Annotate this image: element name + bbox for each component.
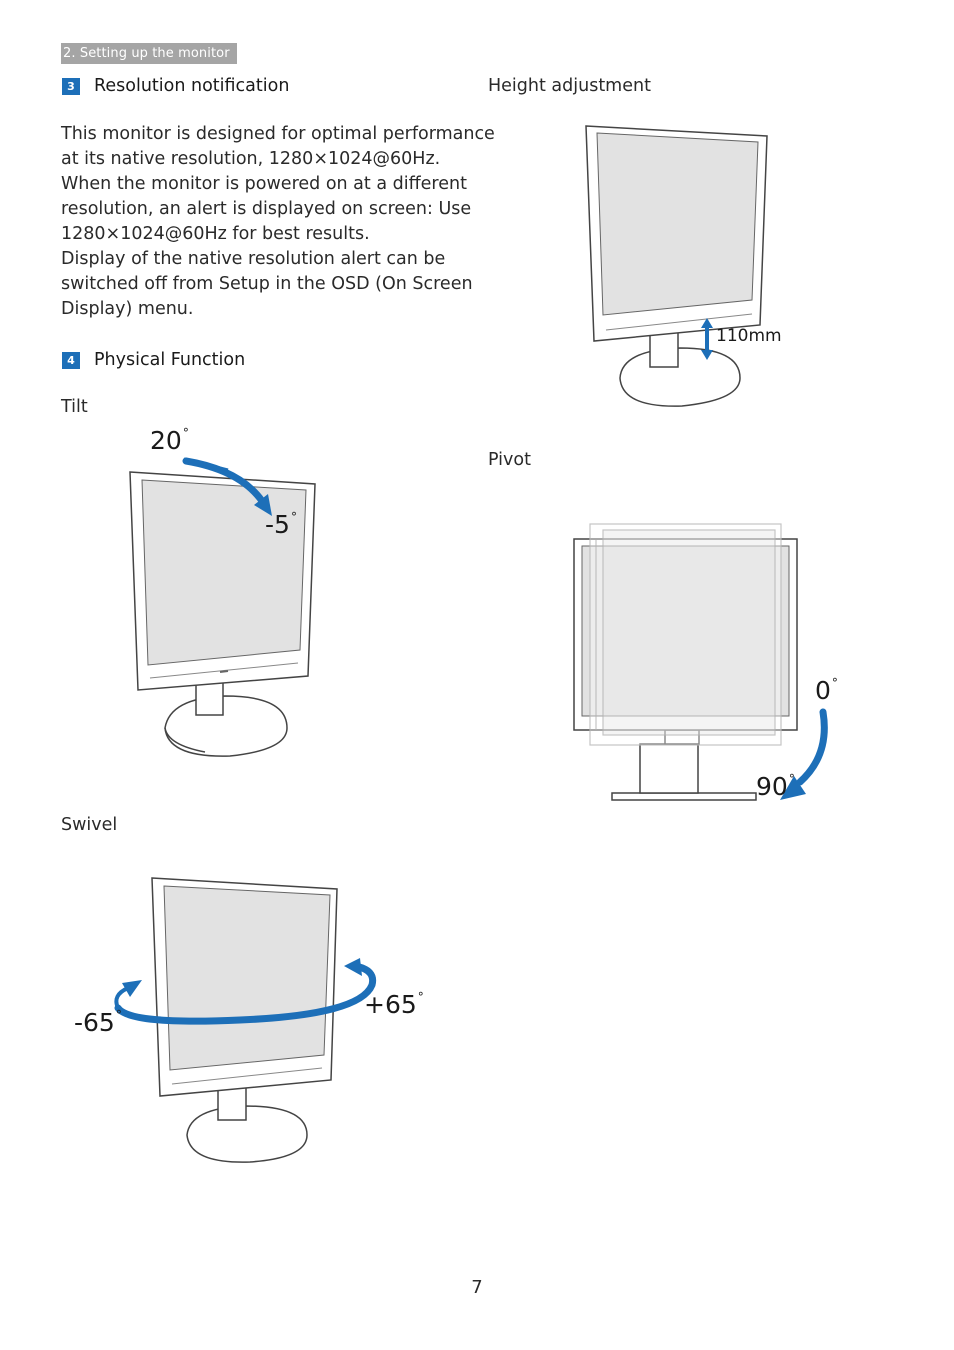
height-label: Height adjustment [488, 76, 651, 96]
degree-symbol: ° [115, 1008, 122, 1022]
tilt-angle-min-value: -5 [265, 510, 290, 539]
page-number: 7 [471, 1277, 483, 1298]
paragraph-line: at its native resolution, 1280×1024@60Hz… [61, 149, 441, 169]
paragraph-line: resolution, an alert is displayed on scr… [61, 199, 472, 219]
paragraph-line: This monitor is designed for optimal per… [61, 124, 495, 144]
degree-symbol: ° [417, 990, 424, 1004]
swivel-angle-right: +65° [364, 990, 424, 1019]
swivel-label: Swivel [61, 815, 118, 835]
degree-symbol: ° [290, 510, 297, 524]
section-tag: 2. Setting up the monitor [61, 43, 237, 64]
paragraph-line: switched off from Setup in the OSD (On S… [61, 274, 473, 294]
resolution-paragraph: This monitor is designed for optimal per… [61, 122, 495, 322]
swivel-angle-left-value: -65 [74, 1008, 115, 1037]
tilt-angle-max-value: 20 [150, 426, 182, 455]
paragraph-line: Display) menu. [61, 299, 194, 319]
degree-symbol: ° [788, 772, 795, 786]
section-number-badge: 4 [62, 351, 80, 369]
tilt-label: Tilt [61, 397, 88, 417]
section-title: Physical Function [94, 350, 246, 370]
paragraph-line: When the monitor is powered on at a diff… [61, 174, 467, 194]
degree-symbol: ° [831, 676, 838, 690]
pivot-angle-start: 0° [815, 676, 838, 705]
degree-symbol: ° [182, 426, 189, 440]
height-range-label: 110mm [716, 326, 782, 346]
section-number-badge: 3 [62, 77, 80, 95]
tilt-angle-min: -5° [265, 510, 297, 539]
pivot-angle-end: 90° [756, 772, 795, 801]
paragraph-line: 1280×1024@60Hz for best results. [61, 224, 370, 244]
pivot-angle-end-value: 90 [756, 772, 788, 801]
swivel-angle-right-value: +65 [364, 990, 417, 1019]
section-heading-resolution: 3 Resolution notification [62, 76, 289, 96]
tilt-angle-max: 20° [150, 426, 189, 455]
swivel-angle-left: -65° [74, 1008, 122, 1037]
section-heading-physical: 4 Physical Function [62, 350, 245, 370]
pivot-angle-start-value: 0 [815, 676, 831, 705]
paragraph-line: Display of the native resolution alert c… [61, 249, 446, 269]
pivot-label: Pivot [488, 450, 531, 470]
section-title: Resolution notification [94, 76, 290, 96]
